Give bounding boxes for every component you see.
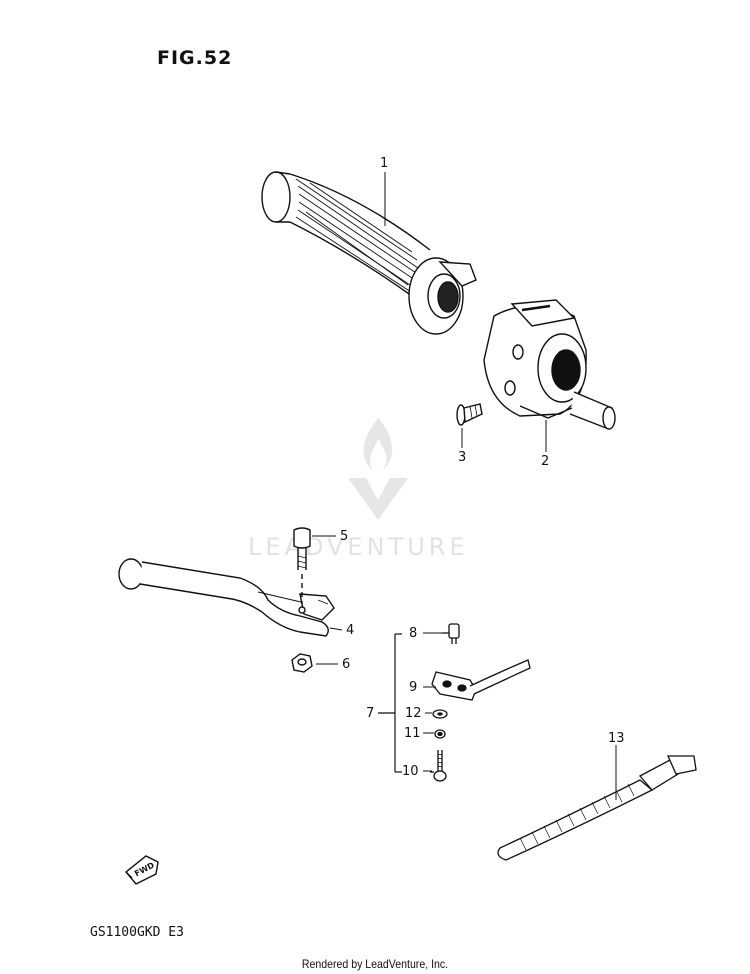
callout-9: 9 <box>409 680 418 695</box>
plunger-part <box>442 623 460 644</box>
callout-10: 10 <box>402 764 419 779</box>
fwd-arrow-icon <box>125 855 159 885</box>
screw-3-part <box>456 403 483 426</box>
callout-11: 11 <box>404 726 421 741</box>
callout-7: 7 <box>366 706 375 721</box>
cable-tie-part <box>497 755 697 861</box>
screw-10-part <box>430 750 447 782</box>
callout-6: 6 <box>342 657 351 672</box>
callout-5: 5 <box>340 529 349 544</box>
grip-part <box>261 171 477 335</box>
callout-2: 2 <box>541 454 550 469</box>
leader-lines <box>312 172 617 800</box>
figure-title: FIG.52 <box>157 47 233 69</box>
callout-12: 12 <box>405 706 422 721</box>
switch-body-part <box>431 659 531 701</box>
lever-part <box>118 558 335 637</box>
assembly-bracket <box>378 633 402 773</box>
callout-13: 13 <box>608 731 625 746</box>
callout-3: 3 <box>458 450 467 465</box>
callout-8: 8 <box>409 626 418 641</box>
watermark-text: LEADVENTURE <box>248 533 469 561</box>
switch-housing-part <box>483 299 616 430</box>
model-code: GS1100GKD E3 <box>90 925 184 940</box>
nut-part <box>291 653 313 673</box>
spring-washer-11-part <box>434 729 446 739</box>
footer-credit: Rendered by LeadVenture, Inc. <box>301 957 449 971</box>
callout-1: 1 <box>380 156 389 171</box>
callout-4: 4 <box>346 623 355 638</box>
watermark-logo <box>348 418 408 520</box>
washer-12-part <box>432 709 448 719</box>
bolt-part <box>293 527 311 604</box>
